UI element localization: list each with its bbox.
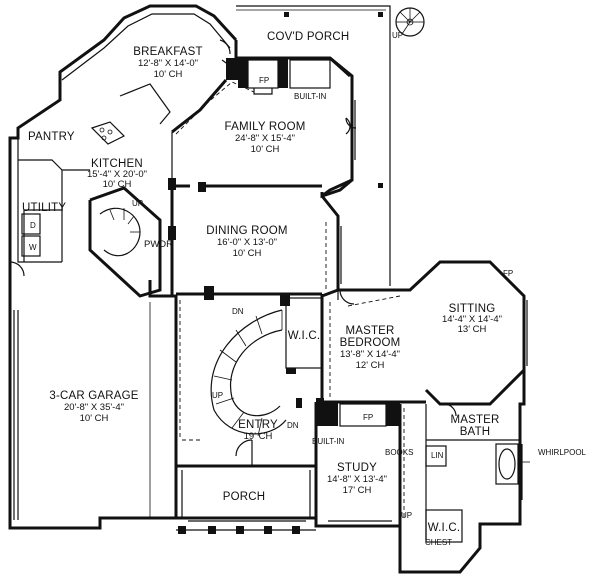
whirlpool-tub: [495, 443, 530, 485]
wall-piers: [168, 178, 324, 408]
garage-name: 3-CAR GARAGE: [49, 390, 138, 402]
study-size: 14'-8" X 13'-4": [327, 474, 387, 485]
up-entry-label: UP: [212, 391, 223, 400]
windows: [188, 100, 528, 522]
garage-ceiling: 10' CH: [80, 413, 109, 424]
breakfast-ceiling: 10' CH: [154, 69, 183, 80]
up-porch-label: UP: [392, 31, 403, 40]
study-ceiling: 17' CH: [343, 485, 372, 496]
dining-room-name: DINING ROOM: [206, 225, 287, 237]
master-bath-name-1: MASTER: [450, 414, 499, 426]
up-kitchen-label: UP: [132, 199, 143, 208]
whirlpool-label: WHIRLPOOL: [538, 448, 587, 457]
study-name: STUDY: [337, 462, 377, 474]
dn-hall-label: DN: [287, 421, 299, 430]
master-bedroom-ceiling: 12' CH: [356, 360, 385, 371]
fp-sitting-label: FP: [503, 269, 513, 278]
family-room-size: 24'-8" X 15'-4": [235, 133, 295, 144]
up-study-label: UP: [401, 511, 412, 520]
covered-porch-label: COV'D PORCH: [267, 31, 349, 43]
sitting-name: SITTING: [449, 303, 496, 315]
family-room-name: FAMILY ROOM: [224, 121, 305, 133]
kitchen-island: [90, 83, 171, 145]
dn-entry-label: DN: [232, 307, 244, 316]
doors: [9, 39, 457, 466]
exterior-walls: [8, 4, 526, 574]
master-bedroom-name-1: MASTER: [345, 325, 394, 337]
builtin-family-label: BUILT-IN: [294, 92, 327, 101]
master-bath-name-2: BATH: [460, 426, 491, 438]
utility-label: UTILITY: [22, 202, 66, 214]
fireplace-study: [316, 402, 400, 427]
fp-family-label: FP: [259, 76, 269, 85]
dining-room-ceiling: 10' CH: [233, 248, 262, 259]
front-porch-label: PORCH: [223, 491, 266, 503]
master-bedroom-size: 13'-8" X 14'-4": [340, 349, 400, 360]
dashed-ceiling-lines: [175, 81, 405, 520]
chest-label: CHEST: [425, 538, 452, 547]
fp-study-label: FP: [363, 413, 373, 422]
interior-walls: [18, 58, 520, 543]
builtin-study-label: BUILT-IN: [312, 437, 345, 446]
master-bedroom-name-2: BEDROOM: [340, 337, 401, 349]
entry-staircase: [210, 309, 287, 437]
rear-staircase: [99, 207, 141, 257]
powder-label: PWDR: [144, 239, 173, 250]
covered-porch-outline: [236, 5, 425, 286]
kitchen-size: 15'-4" X 20'-0": [87, 169, 147, 180]
sitting-ceiling: 13' CH: [458, 324, 487, 335]
linen-label: LIN: [431, 451, 444, 460]
breakfast-name: BREAKFAST: [133, 46, 203, 58]
sitting-size: 14'-4" X 14'-4": [442, 314, 502, 325]
books-label: BOOKS: [385, 448, 413, 457]
family-room-ceiling: 10' CH: [251, 144, 280, 155]
wic-upper-label: W.I.C.: [288, 330, 321, 342]
garage-size: 20'-8" X 35'-4": [64, 402, 124, 413]
kitchen-name: KITCHEN: [91, 158, 143, 170]
dryer-label: D: [30, 221, 36, 230]
pantry-label: PANTRY: [28, 131, 75, 143]
washer-label: W: [29, 243, 37, 252]
entry-name: ENTRY: [238, 419, 278, 431]
porch-columns: [176, 526, 316, 534]
garage-door-lines: [13, 302, 151, 520]
fireplace-family-room: [238, 58, 331, 95]
wic-lower-label: W.I.C.: [428, 522, 461, 534]
breakfast-size: 12'-8" X 14'-0": [138, 58, 198, 69]
kitchen-ceiling: 10' CH: [103, 179, 132, 190]
dining-room-size: 16'-0" X 13'-0": [217, 237, 277, 248]
entry-ceiling: 19' CH: [244, 431, 273, 442]
